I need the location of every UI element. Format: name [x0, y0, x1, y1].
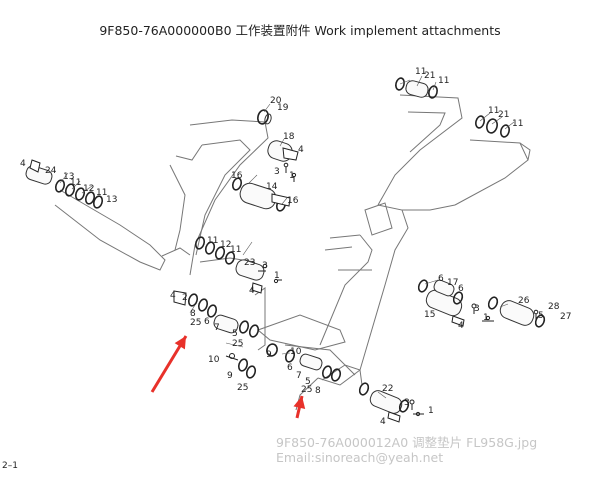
callout-2: 2: [182, 293, 188, 303]
callout-1: 1: [274, 271, 280, 281]
callout-11: 11: [488, 106, 499, 116]
pin-17: [433, 279, 455, 297]
pin-26: [499, 300, 535, 326]
callout-6: 6: [458, 284, 464, 294]
callout-23: 23: [244, 258, 255, 268]
callout-21: 21: [424, 71, 435, 81]
callout-11: 11: [438, 76, 449, 86]
callout-27: 27: [560, 312, 571, 322]
callout-9: 9: [227, 371, 233, 381]
callout-1: 1: [428, 406, 434, 416]
callout-3: 3: [262, 261, 268, 271]
callout-6: 6: [287, 363, 293, 373]
callout-1: 1: [483, 313, 489, 323]
callout-21: 21: [498, 110, 509, 120]
red-arrow-left-head: [174, 336, 186, 350]
callout-12: 12: [220, 240, 231, 250]
callout-13: 13: [106, 195, 117, 205]
callout-10: 10: [290, 347, 302, 357]
callout-5: 5: [305, 377, 311, 387]
callout-4: 4: [380, 417, 386, 427]
callout-26: 26: [518, 296, 530, 306]
callout-20: 20: [270, 96, 282, 106]
callout-7: 7: [296, 371, 302, 381]
pin-mid-lower: [299, 353, 323, 371]
leader-lines: [59, 75, 515, 399]
callout-22: 22: [382, 384, 393, 394]
callout-labels: 11 21 11 11 21 11 20 19 18 4 3 1 16 14 1…: [20, 67, 571, 427]
callout-16: 16: [231, 171, 243, 181]
callout-1: 1: [289, 171, 295, 181]
callout-11: 11: [512, 119, 523, 129]
callout-3: 3: [404, 398, 410, 408]
diagram-title: 9F850-76A000000B0 工作装置附件 Work implement …: [99, 23, 501, 38]
callout-5: 5: [232, 329, 238, 339]
callout-11: 11: [207, 236, 218, 246]
callout-25: 25: [232, 339, 243, 349]
watermark-email: Email:sinoreach@yeah.net: [276, 450, 444, 465]
callout-4: 4: [458, 321, 464, 331]
callout-18: 18: [283, 132, 295, 142]
watermark-file-caption: 9F850-76A000012A0 调整垫片 FL958G.jpg: [276, 435, 538, 450]
callout-19: 19: [277, 103, 289, 113]
callout-28: 28: [548, 302, 560, 312]
callout-5: 5: [538, 311, 544, 321]
highlight-arrows: [150, 335, 306, 419]
callout-4: 4: [170, 291, 176, 301]
callout-11: 11: [70, 178, 81, 188]
red-arrow-right-head: [293, 396, 306, 410]
pin-23: [235, 259, 265, 281]
callout-25: 25: [301, 385, 312, 395]
pin-parts: [25, 80, 535, 414]
callout-11: 11: [230, 245, 241, 255]
callout-15: 15: [424, 310, 435, 320]
callout-4: 4: [298, 145, 304, 155]
callout-25: 25: [190, 318, 201, 328]
callout-6: 6: [438, 274, 444, 284]
callout-11: 11: [415, 67, 426, 77]
callout-25: 25: [237, 383, 248, 393]
ring-parts: [54, 77, 546, 413]
callout-14: 14: [266, 182, 278, 192]
callout-16: 16: [287, 196, 299, 206]
callout-4: 4: [20, 159, 26, 169]
callout-8: 8: [190, 309, 196, 319]
pin-24: [25, 165, 53, 185]
hardware-parts: [29, 147, 539, 423]
callout-6: 6: [204, 317, 210, 327]
callout-3: 3: [274, 167, 280, 177]
pin-22: [369, 390, 403, 414]
callout-11: 11: [96, 188, 107, 198]
callout-24: 24: [45, 166, 57, 176]
callout-10: 10: [208, 355, 220, 365]
page-number: 2–1: [2, 461, 18, 471]
callout-17: 17: [447, 278, 458, 288]
callout-9: 9: [266, 350, 272, 360]
callout-12: 12: [83, 184, 94, 194]
callout-7: 7: [214, 323, 220, 333]
pin-left-lower: [213, 314, 239, 334]
callout-3: 3: [474, 304, 480, 314]
callout-8: 8: [315, 386, 321, 396]
callout-4: 4: [249, 286, 255, 296]
callout-13: 13: [63, 172, 74, 182]
